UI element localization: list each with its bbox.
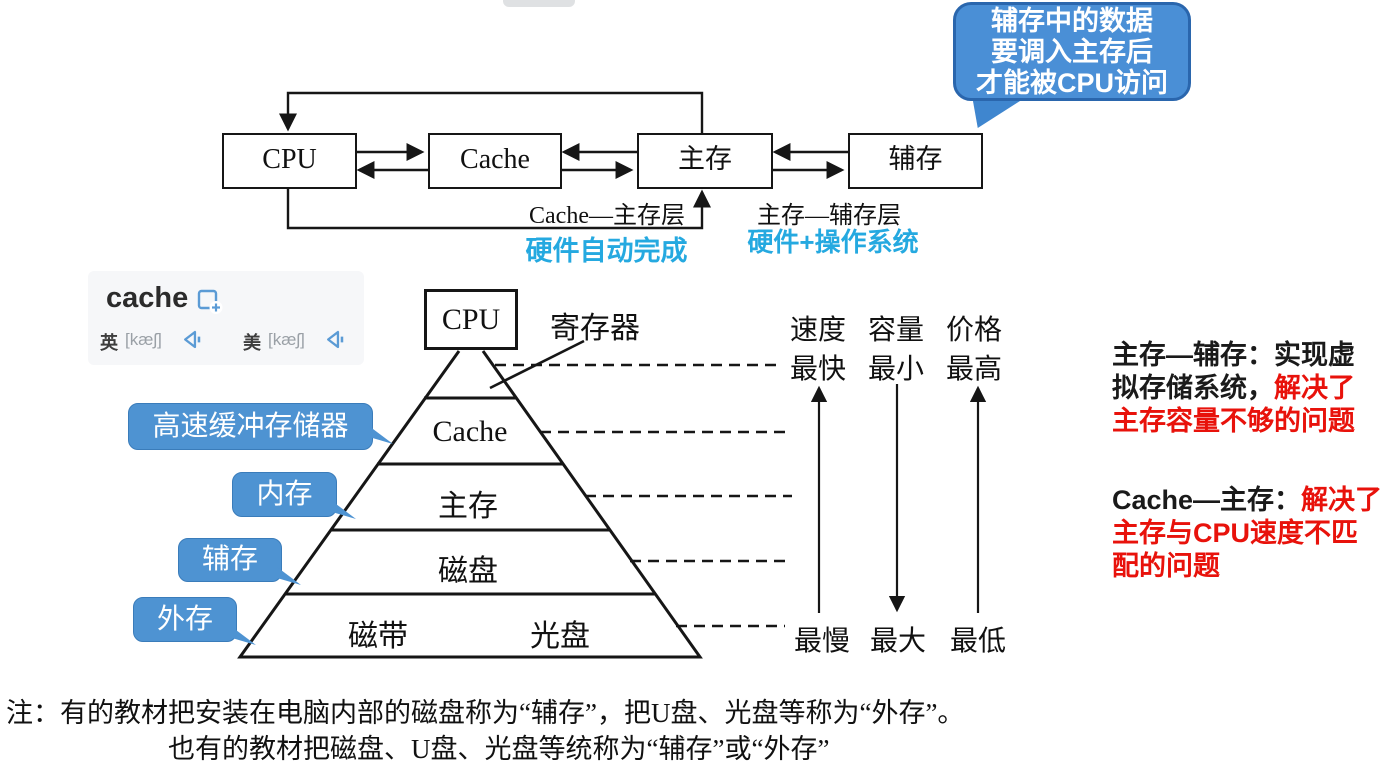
uk-speaker-icon[interactable]: [180, 328, 203, 351]
add-to-wordbook-icon[interactable]: [196, 287, 223, 314]
uk-pronunciation-label: 英: [100, 333, 118, 353]
pyramid-item-optical: 光盘: [530, 620, 590, 653]
annotation-red-text: 解决了: [1301, 485, 1383, 515]
metric-bottom-speed: 最慢: [793, 626, 850, 657]
uk-phonetic: [kæʃ]: [125, 330, 162, 349]
annotation-cache-main-line3: 配的问题: [1112, 550, 1388, 583]
dictionary-card: [88, 271, 364, 365]
us-pronunciation-label: 美: [243, 333, 261, 353]
annotation-black-text: 拟存储系统，: [1112, 373, 1274, 403]
pyramid-level-disk: 磁盘: [438, 555, 498, 588]
flow-box-main-memory: 主存: [637, 133, 773, 189]
speech-bubble: 辅存中的数据 要调入主存后 才能被CPU访问: [953, 2, 1191, 128]
metric-header-price: 价格: [945, 315, 1002, 346]
callout-label: 辅存: [201, 543, 258, 574]
pyramid-item-tape: 磁带: [348, 620, 408, 653]
screen-artifact: [503, 0, 575, 7]
flow-box-aux-memory: 辅存: [848, 133, 983, 189]
metric-top-capacity: 最小: [867, 354, 924, 385]
us-phonetic: [kæʃ]: [268, 330, 305, 349]
callout-label: 内存: [256, 478, 313, 509]
callout-internal-memory: 内存: [232, 472, 356, 519]
annotation-black-text: 主存—辅存：实现虚: [1112, 340, 1355, 370]
annotation-main-aux-line1: 主存—辅存：实现虚: [1112, 339, 1388, 372]
caption-hardware-os: 硬件+操作系统: [747, 227, 919, 257]
label-main-aux-layer: 主存—辅存层: [757, 203, 901, 229]
annotation-black-text: Cache—主存：: [1112, 485, 1302, 515]
pyramid-cpu-box: CPU: [424, 289, 518, 350]
caption-hardware-auto: 硬件自动完成: [525, 236, 688, 266]
callout-label: 高速缓冲存储器: [152, 410, 349, 441]
note-line2: 也有的教材把磁盘、U盘、光盘等统称为“辅存”或“外存”: [168, 734, 830, 761]
register-label: 寄存器: [550, 312, 640, 345]
pyramid-outline: [237, 350, 703, 659]
callout-cache-full-name: 高速缓冲存储器: [128, 403, 393, 450]
bubble-text-line: 才能被CPU访问: [975, 68, 1168, 98]
annotation-red-text: 主存与CPU速度不匹: [1112, 518, 1359, 548]
dictionary-word: cache: [106, 282, 189, 314]
pyramid-level-main: 主存: [438, 490, 498, 523]
annotation-main-aux-line3: 主存容量不够的问题: [1112, 405, 1388, 438]
callout-aux-memory: 辅存: [178, 538, 301, 585]
callout-external-memory: 外存: [133, 597, 256, 645]
flow-box-cache: Cache: [428, 133, 562, 189]
feedback-line-top: [279, 91, 704, 133]
metric-top-price: 最高: [945, 354, 1002, 385]
metric-bottom-price: 最低: [949, 626, 1006, 657]
feedback-line-bottom: [286, 185, 711, 230]
annotation-cache-main-line2: 主存与CPU速度不匹: [1112, 517, 1388, 550]
metric-bottom-capacity: 最大: [869, 626, 926, 657]
annotation-red-text: 主存容量不够的问题: [1112, 406, 1355, 436]
annotation-red-text: 配的问题: [1112, 551, 1220, 581]
annotation-cache-main-line1: Cache—主存：解决了: [1112, 484, 1388, 517]
callout-label: 外存: [156, 603, 213, 634]
label-cache-main-layer: Cache—主存层: [529, 203, 685, 229]
us-speaker-icon[interactable]: [323, 328, 346, 351]
bubble-text-line: 辅存中的数据: [991, 6, 1153, 36]
annotation-main-aux-line2: 拟存储系统，解决了: [1112, 372, 1388, 405]
note-line1: 注：有的教材把安装在电脑内部的磁盘称为“辅存”，把U盘、光盘等称为“外存”。: [6, 698, 965, 728]
annotation-red-text: 解决了: [1274, 373, 1355, 403]
pyramid-level-cache: Cache: [432, 415, 508, 448]
bubble-text-line: 要调入主存后: [991, 37, 1153, 67]
flow-box-cpu: CPU: [222, 133, 357, 189]
metric-header-capacity: 容量: [867, 315, 924, 346]
metric-header-speed: 速度: [789, 315, 846, 346]
metric-top-speed: 最快: [789, 354, 846, 385]
